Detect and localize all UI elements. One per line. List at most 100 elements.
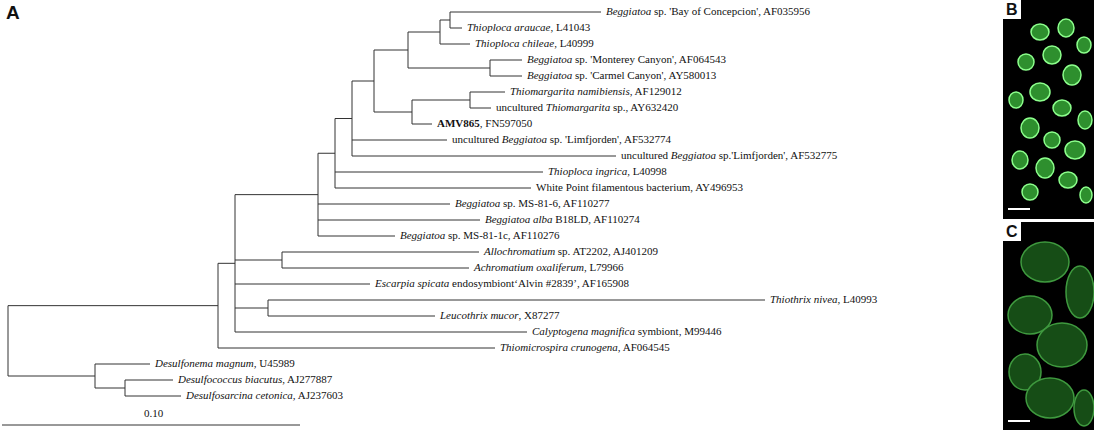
taxon-label: Calyptogena magnifica symbiont, M99446 xyxy=(532,325,721,338)
branch-line xyxy=(408,68,490,69)
fluorescent-cell xyxy=(1074,390,1094,426)
taxon-label: uncultured Beggiatoa sp.'Limfjorden', AF… xyxy=(621,149,837,162)
branch-line xyxy=(95,364,150,365)
fluorescent-cell xyxy=(1018,54,1034,70)
fluorescent-cell xyxy=(1036,158,1054,178)
panel-letter: A xyxy=(6,2,20,24)
scale-label: 0.10 xyxy=(144,407,163,420)
taxon-label: Thiothrix nivea, L40993 xyxy=(770,293,877,306)
branch-line xyxy=(125,380,173,381)
cells-b xyxy=(1009,19,1092,203)
fluorescent-cell xyxy=(1080,187,1092,203)
branch-line xyxy=(335,118,352,119)
branch-line xyxy=(412,124,432,125)
taxon-label: Thiomargarita namibiensis, AF129012 xyxy=(510,85,682,98)
fluorescent-cell xyxy=(1031,24,1049,40)
fluorescent-cell xyxy=(1059,172,1077,188)
branch-line xyxy=(490,76,522,77)
taxon-label: Thioploca araucae, L41043 xyxy=(467,21,590,34)
tree-branches xyxy=(8,12,765,396)
fluorescent-cell xyxy=(1053,100,1071,116)
branch-line xyxy=(8,305,218,306)
branch-line xyxy=(450,28,462,29)
fluorescent-cell xyxy=(1022,184,1038,200)
branch-line xyxy=(374,112,412,113)
branch-line xyxy=(470,92,505,93)
branch-line xyxy=(318,236,395,237)
branch-line xyxy=(8,376,95,377)
taxon-label: Thioploca ingrica, L40998 xyxy=(548,165,667,178)
branch-line xyxy=(440,44,470,45)
taxon-label: Desulfococcus biacutus, AJ277887 xyxy=(178,373,332,386)
taxon-label: Desulfonema magnum, U45989 xyxy=(155,357,295,370)
branch-line xyxy=(235,308,268,309)
taxon-label: AMV865, FN597050 xyxy=(437,117,532,130)
fluorescent-cell xyxy=(1012,151,1028,169)
fluorescent-cell xyxy=(1037,323,1087,367)
taxon-label: Beggiatoa sp. MS-81-6, AF110277 xyxy=(455,197,610,210)
fluorescent-cell xyxy=(1063,65,1081,85)
fluorescent-cell xyxy=(1065,141,1085,159)
branch-line xyxy=(235,332,527,333)
taxon-label: Beggiatoa sp. 'Bay of Concepcion', AF035… xyxy=(606,5,810,18)
taxon-label: Beggiatoa sp. 'Carmel Canyon', AY580013 xyxy=(527,69,716,82)
branch-line xyxy=(352,140,447,141)
taxon-label: White Point filamentous bacterium, AY496… xyxy=(536,181,743,194)
taxon-label: Desulfosarcina cetonica, AJ237603 xyxy=(186,389,343,402)
taxon-label: Escarpia spicata endosymbiont‘Alvin #283… xyxy=(375,277,629,290)
fluorescent-cell xyxy=(1009,92,1023,108)
cells-c xyxy=(1008,242,1094,426)
fluorescent-cell xyxy=(1021,242,1069,282)
branch-line xyxy=(374,50,408,51)
fluorescent-cell xyxy=(1044,132,1060,148)
branch-line xyxy=(450,12,601,13)
micrograph-c xyxy=(1003,222,1094,430)
branch-line xyxy=(218,348,495,349)
taxon-label: Thioploca chileae, L40999 xyxy=(475,37,594,50)
fluorescent-cell xyxy=(1077,37,1091,53)
branch-line xyxy=(268,316,435,317)
fluorescent-cell xyxy=(1030,83,1050,101)
branch-line xyxy=(318,220,480,221)
scale-bar-b xyxy=(1008,208,1030,210)
fluorescent-cell xyxy=(1043,46,1061,64)
branch-line xyxy=(470,108,491,109)
taxon-label: Leucothrix mucor, X87277 xyxy=(440,309,559,322)
fluorescent-cell xyxy=(1078,111,1092,129)
branch-line xyxy=(282,268,469,269)
branch-line xyxy=(335,172,543,173)
branch-line xyxy=(335,188,531,189)
taxon-label: Allochromatium sp. AT2202, AJ401209 xyxy=(484,245,658,258)
branch-line xyxy=(408,32,440,33)
fluorescent-cell xyxy=(1021,118,1039,138)
scale-bar xyxy=(2,425,300,426)
branch-line xyxy=(125,396,181,397)
branch-line xyxy=(318,204,450,205)
fluorescent-cell xyxy=(1066,266,1094,318)
branch-line xyxy=(235,194,318,195)
taxon-label: uncultured Beggiatoa sp. 'Limfjorden', A… xyxy=(452,133,671,146)
taxon-label: uncultured Thiomargarita sp., AY632420 xyxy=(496,101,678,114)
fluorescent-cell xyxy=(1026,378,1074,418)
taxon-label: Beggiatoa alba B18LD, AF110274 xyxy=(485,213,640,226)
branch-line xyxy=(268,300,765,301)
branch-line xyxy=(352,81,374,82)
taxon-label: Beggiatoa sp. MS-81-1c, AF110276 xyxy=(400,229,559,242)
micrograph-b xyxy=(1003,0,1094,219)
branch-line xyxy=(412,100,470,101)
branch-line xyxy=(352,156,616,157)
branch-line xyxy=(490,60,522,61)
scale-bar-c xyxy=(1008,420,1030,422)
branch-line xyxy=(318,153,335,154)
panel-letter: C xyxy=(1003,222,1021,241)
branch-line xyxy=(218,263,235,264)
branch-line xyxy=(282,252,479,253)
branch-line xyxy=(235,260,282,261)
branch-line xyxy=(95,388,125,389)
taxon-label: Beggiatoa sp. 'Monterey Canyon', AF06454… xyxy=(527,53,726,66)
branch-line xyxy=(440,20,450,21)
panel-letter: B xyxy=(1003,0,1021,19)
fluorescent-cell xyxy=(1058,19,1074,37)
branch-line xyxy=(235,284,370,285)
